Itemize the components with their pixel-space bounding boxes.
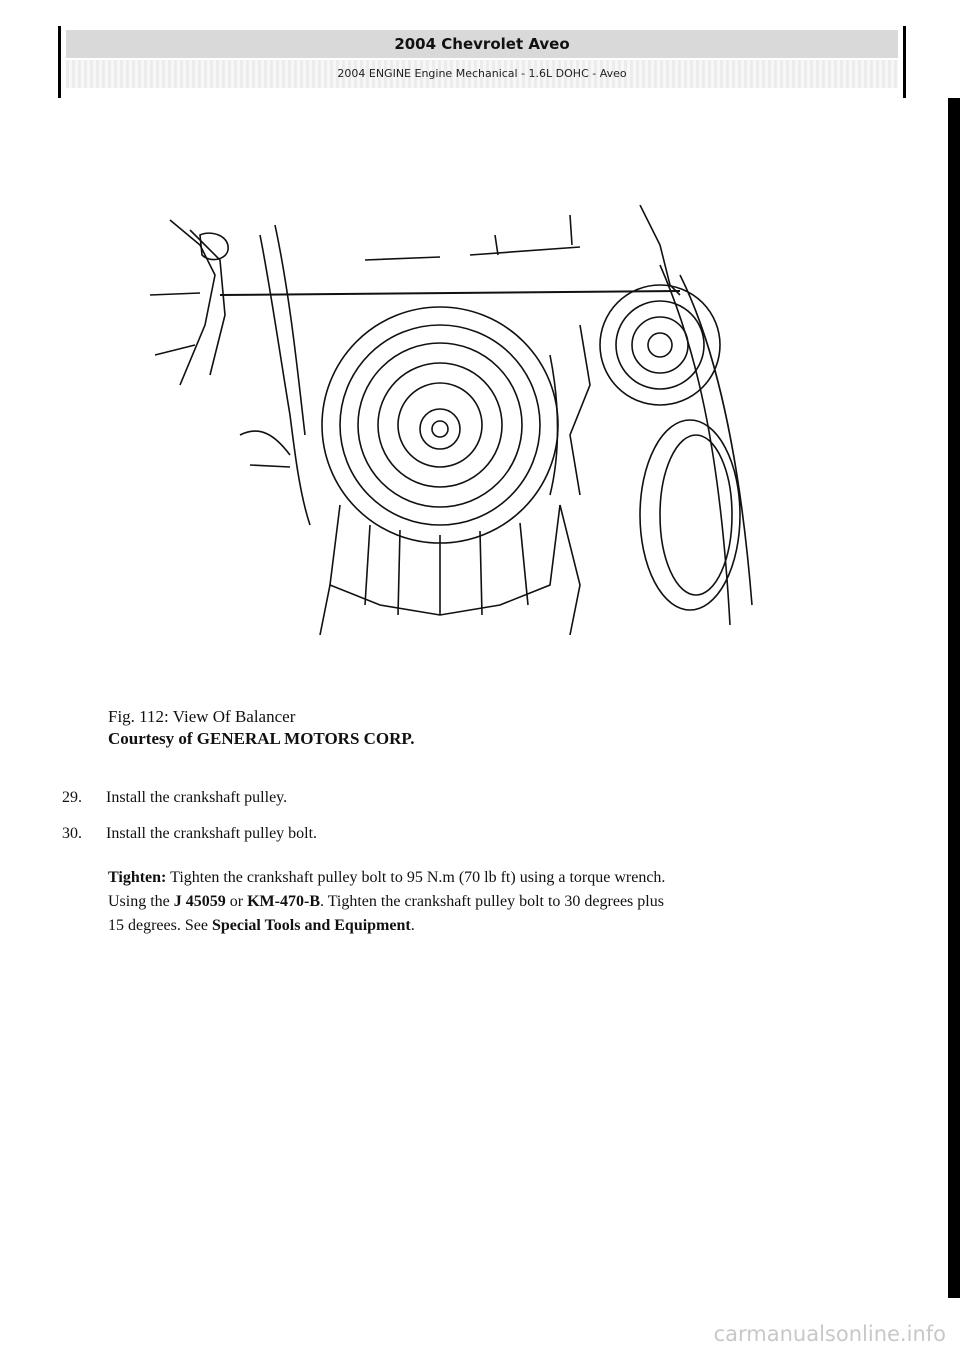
tighten-line-3-prefix: 15 degrees. See [108, 917, 208, 934]
step-text: Install the crankshaft pulley bolt. [106, 825, 318, 842]
tool-km470b: KM-470-B [247, 893, 320, 910]
document-title: 2004 Chevrolet Aveo [66, 30, 898, 58]
tighten-line-1: Tighten the crankshaft pulley bolt to 95… [170, 869, 666, 886]
page-header: 2004 Chevrolet Aveo 2004 ENGINE Engine M… [58, 26, 906, 98]
tighten-line-2-rest: . Tighten the crankshaft pulley bolt to … [319, 893, 664, 910]
watermark: carmanualsonline.info [713, 1322, 946, 1346]
figure-caption: Fig. 112: View Of Balancer [108, 707, 296, 726]
step-number: 29. [62, 789, 82, 806]
page-edge-bar [948, 98, 960, 1298]
tighten-line-2-prefix: Using the [108, 893, 170, 910]
tighten-label: Tighten: [108, 869, 167, 886]
header-left-rule [58, 26, 61, 98]
tighten-line-3-suffix: . [410, 917, 415, 934]
step-text: Install the crankshaft pulley. [106, 789, 288, 806]
figure-credit: Courtesy of GENERAL MOTORS CORP. [108, 729, 415, 748]
tool-j45059: J 45059 [173, 893, 226, 910]
header-right-rule [903, 26, 906, 98]
figure-caption-block: Fig. 112: View Of Balancer Courtesy of G… [108, 706, 415, 750]
special-tools-link[interactable]: Special Tools and Equipment [211, 917, 411, 934]
balancer-illustration [149, 205, 753, 635]
document-subtitle: 2004 ENGINE Engine Mechanical - 1.6L DOH… [66, 60, 898, 88]
tighten-note: Tighten: Tighten the crankshaft pulley b… [108, 866, 896, 938]
step-number: 30. [62, 825, 82, 842]
tighten-line-2-mid: or [229, 893, 244, 910]
